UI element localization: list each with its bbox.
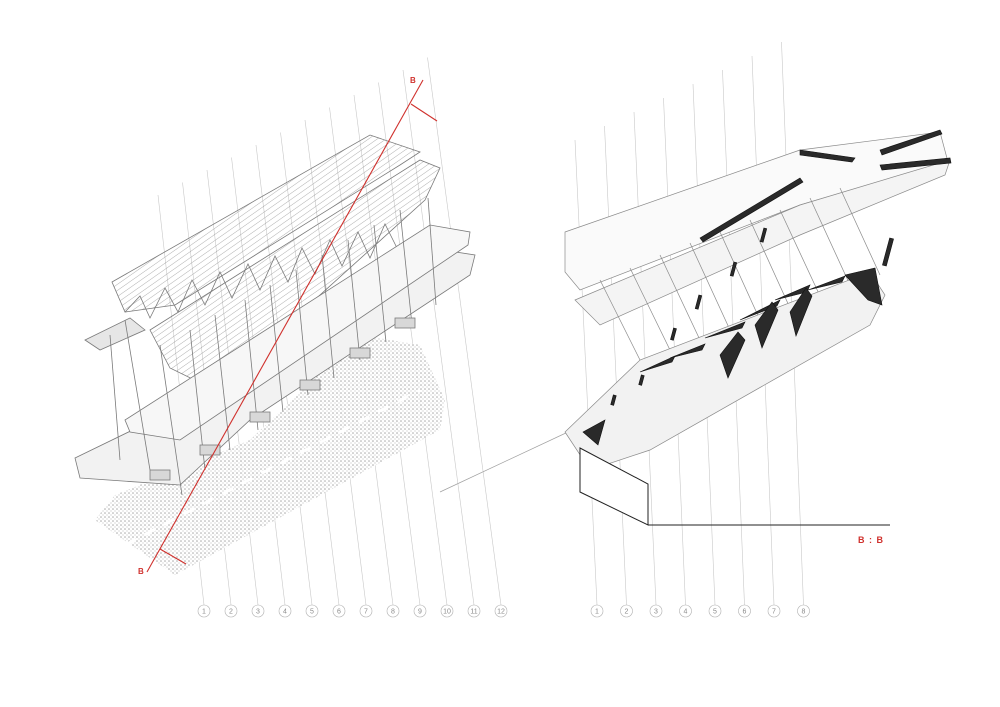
right-grid-label: 7 bbox=[772, 609, 776, 616]
right-grid-bubble bbox=[767, 604, 781, 618]
left-grid-bubble bbox=[413, 604, 427, 618]
ground-shadow bbox=[95, 335, 445, 575]
cut-arrow-top bbox=[410, 103, 438, 122]
cut-arrow-bottom bbox=[159, 548, 187, 565]
left-grid-label: 1 bbox=[202, 609, 206, 616]
left-grid-bubble bbox=[251, 604, 265, 618]
right-grid-label: 3 bbox=[654, 609, 658, 616]
right-grid-label: 2 bbox=[625, 609, 629, 616]
left-grid-bubble bbox=[305, 604, 319, 618]
right-grid-label: 8 bbox=[802, 609, 806, 616]
left-grid-label: 5 bbox=[310, 609, 314, 616]
left-grid-label: 11 bbox=[470, 609, 477, 616]
left-grid-label: 9 bbox=[418, 609, 422, 616]
section-rafters bbox=[599, 187, 881, 361]
left-grid-label: 10 bbox=[443, 609, 451, 616]
lower-roof bbox=[149, 159, 441, 391]
left-grid-label: 6 bbox=[337, 609, 341, 616]
left-grid-bubble bbox=[467, 604, 481, 618]
left-grid-bubble bbox=[224, 604, 238, 618]
leader-line bbox=[439, 431, 569, 493]
section-roof-lower bbox=[574, 159, 951, 326]
left-grid-label: 7 bbox=[364, 609, 368, 616]
left-grid-bubble bbox=[494, 604, 508, 618]
right-grid-bubble bbox=[620, 604, 633, 618]
roof-eave bbox=[84, 317, 146, 351]
cut-marker-bottom: B bbox=[138, 567, 144, 576]
left-grid-label: 12 bbox=[497, 609, 505, 616]
section-cut-pieces bbox=[582, 129, 952, 446]
left-grid-bubble bbox=[278, 604, 292, 618]
beam-blocks bbox=[149, 317, 416, 481]
right-grid-bubbles: 1 2 3 4 5 6 7 8 bbox=[590, 604, 810, 618]
right-grid-label: 4 bbox=[684, 609, 688, 616]
section-roof bbox=[564, 131, 949, 291]
left-grid-bubble bbox=[440, 604, 454, 618]
cut-marker-top: B bbox=[410, 76, 416, 85]
right-grid-bubble bbox=[797, 604, 810, 618]
right-grid-line bbox=[604, 125, 627, 606]
section-structure bbox=[564, 131, 951, 526]
roof-truss bbox=[124, 223, 399, 319]
right-grid-label: 5 bbox=[713, 609, 717, 616]
left-grid-label: 3 bbox=[256, 609, 260, 616]
left-grid-line bbox=[427, 57, 502, 606]
pavilion-structure bbox=[74, 134, 476, 547]
left-grid-label: 8 bbox=[391, 609, 395, 616]
left-grid-bubble bbox=[332, 604, 346, 618]
left-grid-label: 2 bbox=[229, 609, 233, 616]
left-grid-bubble bbox=[197, 604, 211, 618]
left-grid-bubble bbox=[359, 604, 373, 618]
right-grid-bubble bbox=[679, 604, 692, 618]
right-grid-bubble bbox=[708, 604, 722, 618]
left-grid-line bbox=[402, 69, 475, 606]
right-grid-label: 1 bbox=[595, 609, 599, 616]
right-grid-bubble bbox=[649, 604, 663, 618]
right-grid-bubble bbox=[590, 604, 604, 618]
right-grid-label: 6 bbox=[743, 609, 747, 616]
section-title: B : B bbox=[858, 535, 884, 545]
section-cut-line bbox=[146, 79, 438, 573]
left-grid-bubble bbox=[386, 604, 400, 618]
right-grid-line bbox=[574, 139, 598, 606]
left-grid-label: 4 bbox=[283, 609, 287, 616]
ground-dash-line bbox=[124, 388, 421, 547]
right-grid-bubble bbox=[738, 604, 751, 618]
